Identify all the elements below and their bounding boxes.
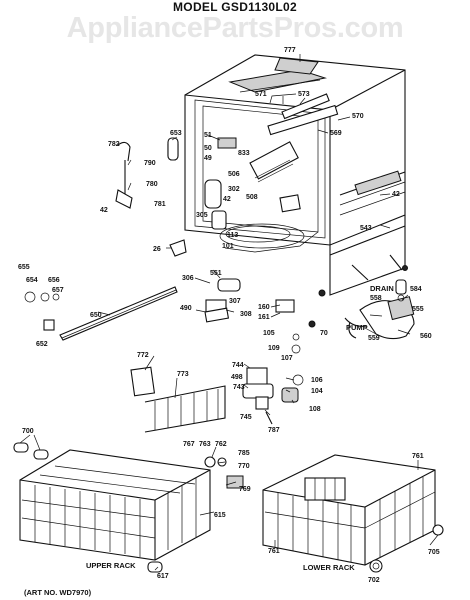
label-653: 653 — [170, 130, 182, 137]
label-543: 543 — [360, 225, 372, 232]
label-559: 559 — [368, 335, 380, 342]
label-51: 51 — [204, 132, 212, 139]
label-160: 160 — [258, 304, 270, 311]
label-745: 745 — [240, 414, 252, 421]
label-307: 307 — [229, 298, 241, 305]
label-551: 551 — [210, 270, 222, 277]
label-498: 498 — [231, 374, 243, 381]
label-306: 306 — [182, 275, 194, 282]
leader-lines — [19, 54, 439, 571]
label-555: 555 — [412, 306, 424, 313]
label-763: 763 — [199, 441, 211, 448]
caption-pump: PUMP — [346, 323, 368, 332]
label-781: 781 — [154, 201, 166, 208]
label-106: 106 — [311, 377, 323, 384]
pump-motor — [344, 279, 415, 340]
label-42-right: 42 — [392, 191, 400, 198]
label-705: 705 — [428, 549, 440, 556]
label-833: 833 — [238, 150, 250, 157]
label-308: 308 — [240, 311, 252, 318]
label-656: 656 — [48, 277, 60, 284]
label-571: 571 — [255, 91, 267, 98]
label-50: 50 — [204, 145, 212, 152]
label-744: 744 — [232, 362, 244, 369]
label-70: 70 — [320, 330, 328, 337]
center-parts — [130, 366, 304, 433]
label-569: 569 — [330, 130, 342, 137]
label-787: 787 — [268, 427, 280, 434]
label-101: 101 — [222, 243, 234, 250]
label-785: 785 — [238, 450, 250, 457]
label-305: 305 — [196, 212, 208, 219]
label-772: 772 — [137, 352, 149, 359]
captions: DRAIN PUMP UPPER RACK LOWER RACK (ART NO… — [24, 284, 394, 597]
label-769: 769 — [239, 486, 251, 493]
label-302: 302 — [228, 186, 240, 193]
caption-lower-rack: LOWER RACK — [303, 563, 355, 572]
label-42-left: 42 — [100, 207, 108, 214]
label-113: 113 — [227, 232, 238, 239]
label-108: 108 — [309, 406, 321, 413]
label-49: 49 — [204, 155, 212, 162]
label-584: 584 — [410, 286, 422, 293]
label-767: 767 — [183, 441, 195, 448]
label-657: 657 — [52, 287, 64, 294]
label-761-left: 761 — [268, 548, 280, 555]
label-26: 26 — [153, 246, 161, 253]
label-560: 560 — [420, 333, 432, 340]
label-655: 655 — [18, 264, 30, 271]
label-761-right: 761 — [412, 453, 424, 460]
art-number: (ART NO. WD7970) — [24, 588, 92, 597]
label-770: 770 — [238, 463, 250, 470]
label-700: 700 — [22, 428, 34, 435]
label-782: 782 — [108, 141, 120, 148]
label-617: 617 — [157, 573, 169, 580]
upper-rack — [13, 442, 244, 573]
label-490: 490 — [180, 305, 192, 312]
label-790: 790 — [144, 160, 156, 167]
label-780: 780 — [146, 181, 158, 188]
label-654: 654 — [26, 277, 38, 284]
caption-upper-rack: UPPER RACK — [86, 561, 136, 570]
label-508: 508 — [246, 194, 258, 201]
label-615: 615 — [214, 512, 226, 519]
caption-drain: DRAIN — [370, 284, 394, 293]
label-652: 652 — [36, 341, 48, 348]
part-labels: 777 571 573 570 569 653 51 50 49 833 782… — [18, 47, 440, 584]
label-773: 773 — [177, 371, 189, 378]
watermark: AppliancePartsPros.com — [66, 12, 404, 44]
label-105: 105 — [263, 330, 275, 337]
label-42-upper: 42 — [223, 196, 231, 203]
diagram-title: MODEL GSD1130L02 — [173, 0, 297, 14]
label-650: 650 — [90, 312, 102, 319]
label-558: 558 — [370, 295, 382, 302]
label-104: 104 — [311, 388, 323, 395]
label-743: 743 — [233, 384, 245, 391]
label-506: 506 — [228, 171, 240, 178]
label-570: 570 — [352, 113, 364, 120]
label-107: 107 — [281, 355, 293, 362]
label-762: 762 — [215, 441, 227, 448]
label-109: 109 — [268, 345, 280, 352]
label-161: 161 — [258, 314, 270, 321]
label-777: 777 — [284, 47, 296, 54]
label-573: 573 — [298, 91, 310, 98]
label-702: 702 — [368, 577, 380, 584]
tub-assembly — [115, 54, 408, 297]
lower-rack — [262, 454, 444, 573]
left-small-parts — [24, 137, 316, 354]
